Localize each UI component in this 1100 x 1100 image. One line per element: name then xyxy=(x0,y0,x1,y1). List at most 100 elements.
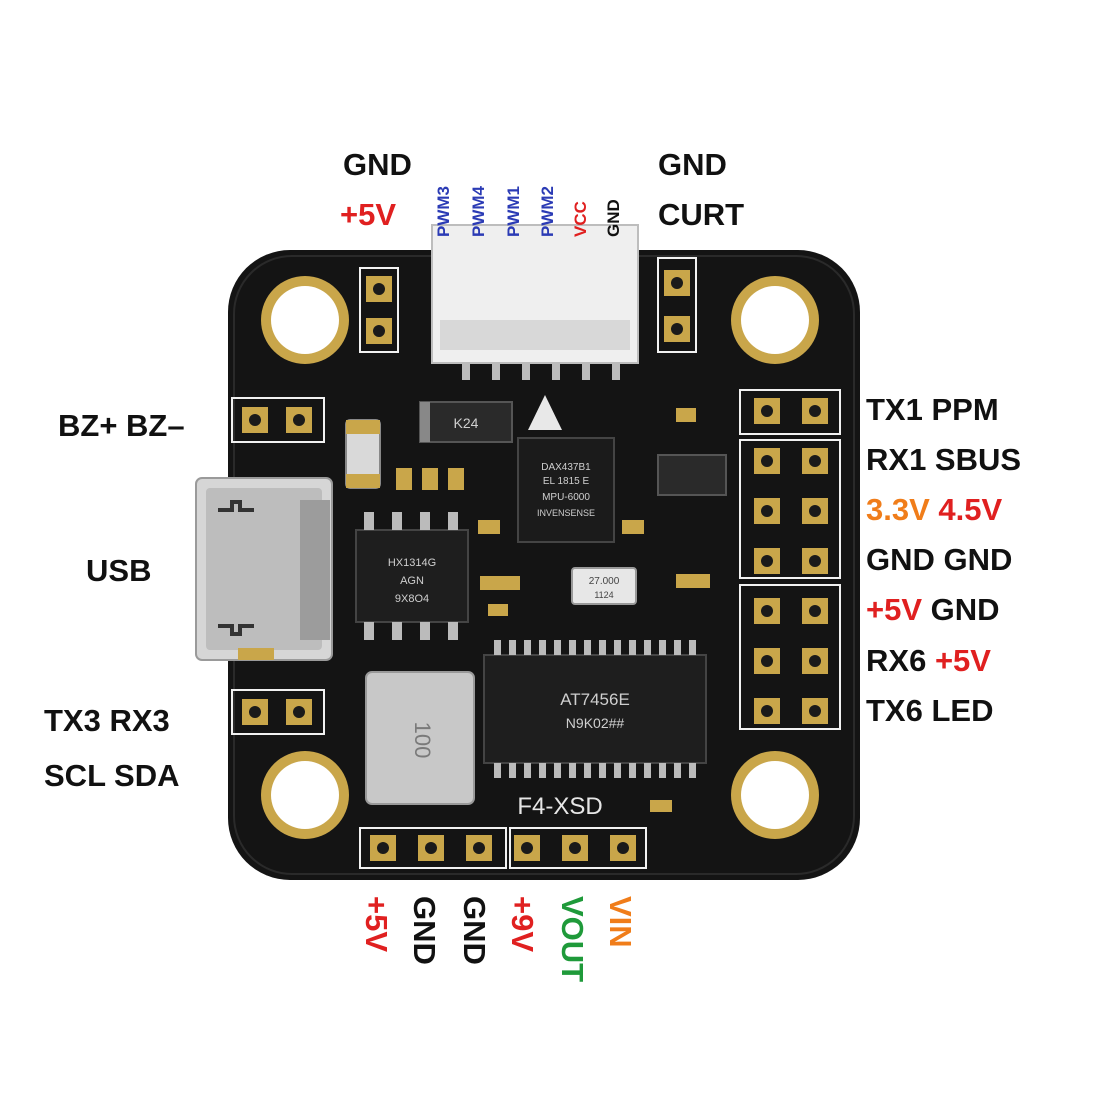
label-row5-gnd: GND xyxy=(930,592,1000,627)
imu-text-1: DAX437B1 xyxy=(541,462,591,473)
label-pwm3: PWM3 xyxy=(434,186,453,237)
label-right-row1: TX1 PPM xyxy=(866,392,999,427)
top-connector xyxy=(431,224,639,380)
pad-bottom-2-hole xyxy=(425,842,437,854)
usb-connector xyxy=(195,477,333,661)
label-pwm1: PWM1 xyxy=(504,186,523,237)
label-3v3: 3.3V xyxy=(866,492,930,527)
osd-leg-bottom-3 xyxy=(524,763,531,778)
label-top-left-gnd: GND xyxy=(343,147,412,182)
inductor-text: 100 xyxy=(410,722,435,759)
label-uart3: TX3 RX3 xyxy=(44,703,170,738)
pad-right-7-b-hole xyxy=(809,705,821,717)
crystal-text-1: 27.000 xyxy=(589,576,620,587)
diode: K24 xyxy=(419,401,513,443)
label-pwm4: PWM4 xyxy=(469,186,488,237)
pad-right-2-a-hole xyxy=(761,455,773,467)
pad-right-4-b-hole xyxy=(809,555,821,567)
label-right-row2: RX1 SBUS xyxy=(866,442,1022,477)
pad-right-3-a-hole xyxy=(761,505,773,517)
flash-text-3: 9X8O4 xyxy=(395,593,429,605)
pad-bottom-3-hole xyxy=(473,842,485,854)
label-bottom-vin: VIN xyxy=(603,896,638,948)
osd-leg-top-1 xyxy=(494,640,501,655)
label-bottom-9v: +9V xyxy=(505,896,540,953)
osd-leg-bottom-7 xyxy=(584,763,591,778)
pad-bottom-6-hole xyxy=(617,842,629,854)
label-bottom-5v: +5V xyxy=(359,896,394,953)
pad-frame-right-2 xyxy=(739,439,841,579)
pad-right-6-a-hole xyxy=(761,655,773,667)
pad-bottom-1-hole xyxy=(377,842,389,854)
osd-leg-top-4 xyxy=(539,640,546,655)
pad-right-4-a-hole xyxy=(761,555,773,567)
pads-top-right xyxy=(664,270,690,342)
osd-leg-bottom-10 xyxy=(629,763,636,778)
mounting-hole-bottom-right xyxy=(731,751,819,839)
mounting-hole-top-right xyxy=(731,276,819,364)
pad-frame-uart3 xyxy=(231,689,325,735)
osd-leg-bottom-8 xyxy=(599,763,606,778)
osd-leg-top-14 xyxy=(689,640,696,655)
solder-pads xyxy=(242,270,828,861)
osd-leg-bottom-11 xyxy=(644,763,651,778)
osd-leg-top-6 xyxy=(569,640,576,655)
label-gnd-connector: GND xyxy=(604,199,623,237)
pad-bottom-4-hole xyxy=(521,842,533,854)
osd-leg-bottom-13 xyxy=(674,763,681,778)
label-bottom-vout: VOUT xyxy=(555,896,590,983)
label-right-row7: TX6 LED xyxy=(866,693,994,728)
label-4v5: 4.5V xyxy=(938,492,1003,527)
osd-leg-top-11 xyxy=(644,640,651,655)
osd-leg-top-5 xyxy=(554,640,561,655)
osd-leg-top-7 xyxy=(584,640,591,655)
pad-right-7-a-hole xyxy=(761,705,773,717)
label-right-row6: RX6 +5V xyxy=(866,645,991,676)
label-top-right-gnd: GND xyxy=(658,147,727,182)
inductor: 100 xyxy=(365,671,475,805)
imu-text-3: MPU-6000 xyxy=(542,492,590,503)
osd-chip: AT7456E N9K02## xyxy=(483,640,707,778)
label-i2c: SCL SDA xyxy=(44,758,180,793)
pad-frame-bottom-2 xyxy=(509,827,647,869)
imu-text-4: INVENSENSE xyxy=(537,508,595,518)
label-bottom-gnd2: GND xyxy=(457,896,492,965)
pad-right-5-b-hole xyxy=(809,605,821,617)
osd-leg-bottom-5 xyxy=(554,763,561,778)
label-usb: USB xyxy=(86,553,152,588)
pads-buzzer xyxy=(242,407,312,433)
imu-chip: DAX437B1 EL 1815 E MPU-6000 INVENSENSE xyxy=(517,437,615,543)
osd-leg-bottom-12 xyxy=(659,763,666,778)
osd-leg-bottom-14 xyxy=(689,763,696,778)
osd-leg-top-10 xyxy=(629,640,636,655)
pad-frame-right-3 xyxy=(739,584,841,730)
pad-right-1-a-hole xyxy=(761,405,773,417)
pad-bottom-5-hole xyxy=(569,842,581,854)
diode-text: K24 xyxy=(454,415,479,431)
label-buzzer: BZ+ BZ– xyxy=(58,408,185,443)
pads-right-column xyxy=(754,398,828,724)
pad-frame-buzzer xyxy=(231,397,325,443)
label-bottom-gnd1: GND xyxy=(407,896,442,965)
pad-right-3-b-hole xyxy=(809,505,821,517)
pad-right-5-a-hole xyxy=(761,605,773,617)
osd-leg-top-9 xyxy=(614,640,621,655)
osd-text-2: N9K02## xyxy=(566,715,625,731)
label-row5-5v: +5V xyxy=(866,592,923,627)
pad-frame-top-right xyxy=(657,257,697,353)
imu-text-2: EL 1815 E xyxy=(543,476,590,487)
pad-frame-top-left xyxy=(359,267,399,353)
osd-leg-bottom-6 xyxy=(569,763,576,778)
flash-text-1: HX1314G xyxy=(388,557,436,569)
osd-leg-bottom-1 xyxy=(494,763,501,778)
pad-right-2-b-hole xyxy=(809,455,821,467)
label-pwm2: PWM2 xyxy=(538,186,557,237)
flash-chip: HX1314G AGN 9X8O4 xyxy=(355,512,469,640)
flash-text-2: AGN xyxy=(400,575,424,587)
pads-bottom-row xyxy=(370,835,636,861)
pad-right-6-b-hole xyxy=(809,655,821,667)
pads-top-left xyxy=(366,276,392,344)
mounting-hole-top-left xyxy=(261,276,349,364)
osd-leg-bottom-2 xyxy=(509,763,516,778)
